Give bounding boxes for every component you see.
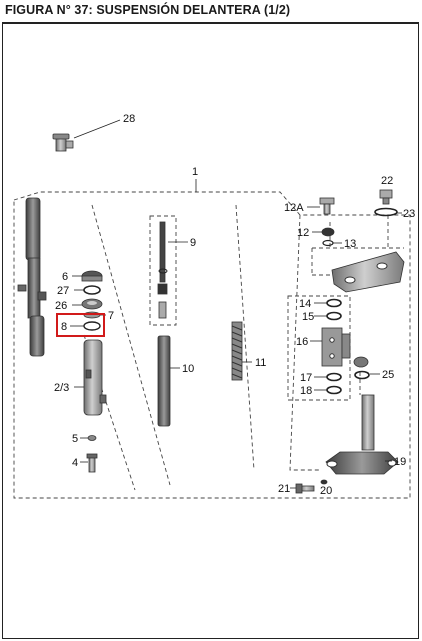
part-22-nut xyxy=(379,189,393,205)
label-12: 12 xyxy=(297,227,309,239)
highlight-box-part-8 xyxy=(56,313,105,337)
part-2-3-outer-tube xyxy=(83,339,107,416)
part-26-seal xyxy=(81,298,103,310)
part-25-bearing xyxy=(353,356,370,380)
part-4-bolt xyxy=(86,453,98,473)
assembled-fork-leg xyxy=(17,197,47,357)
part-10-inner-tube xyxy=(157,335,171,427)
label-27: 27 xyxy=(57,285,69,297)
label-10: 10 xyxy=(182,363,194,375)
part-12-nut xyxy=(321,227,335,237)
label-25: 25 xyxy=(382,369,394,381)
label-20: 20 xyxy=(320,485,332,497)
label-12a: 12A xyxy=(284,202,304,214)
label-13: 13 xyxy=(344,238,356,250)
upper-bracket-plate xyxy=(331,251,405,293)
part-8-ring xyxy=(83,321,101,331)
label-8: 8 xyxy=(61,321,67,333)
label-18: 18 xyxy=(300,385,312,397)
part-18-ring xyxy=(326,385,342,395)
label-28: 28 xyxy=(123,113,135,125)
label-19: 19 xyxy=(394,456,406,468)
part-21-bolt xyxy=(295,483,315,494)
label-7: 7 xyxy=(108,310,114,322)
label-16: 16 xyxy=(296,336,308,348)
page-title: FIGURA N° 37: SUSPENSIÓN DELANTERA (1/2) xyxy=(5,3,291,17)
diagram-frame xyxy=(2,22,419,639)
part-16-bracket xyxy=(321,327,351,367)
part-19-steering-stem xyxy=(325,394,399,475)
part-12a-nut xyxy=(319,197,335,215)
part-28-bolt xyxy=(52,133,74,152)
label-9: 9 xyxy=(190,237,196,249)
part-17-ring xyxy=(326,372,342,382)
part-14-ring xyxy=(326,298,342,308)
label-11: 11 xyxy=(255,357,266,369)
label-22: 22 xyxy=(381,175,393,187)
bracket-outline xyxy=(311,247,404,276)
inner-tube-group-outline xyxy=(149,215,177,326)
title-bar: FIGURA N° 37: SUSPENSIÓN DELANTERA (1/2) xyxy=(0,0,422,22)
part-15-ring xyxy=(326,311,342,321)
part-5-washer xyxy=(87,435,97,441)
label-26: 26 xyxy=(55,300,67,312)
part-20-washer xyxy=(320,479,328,485)
label-21: 21 xyxy=(278,483,290,495)
label-17: 17 xyxy=(300,372,312,384)
label-14: 14 xyxy=(299,298,311,310)
label-5: 5 xyxy=(72,433,78,445)
part-11-spring xyxy=(231,321,243,381)
part-23-washer xyxy=(374,207,398,217)
part-6-cap xyxy=(81,270,103,282)
part-27-ring xyxy=(83,285,101,295)
label-4: 4 xyxy=(72,457,78,469)
right-subassembly-outline xyxy=(287,295,351,401)
label-1: 1 xyxy=(192,166,198,178)
label-2-3: 2/3 xyxy=(54,382,69,394)
projection-line xyxy=(83,334,136,491)
projection-line xyxy=(235,204,255,471)
label-6: 6 xyxy=(62,271,68,283)
projection-line xyxy=(289,214,320,471)
label-23: 23 xyxy=(403,208,415,220)
part-13-washer xyxy=(322,239,334,247)
part-9-damper-rod xyxy=(157,221,168,319)
assembly-outline xyxy=(13,191,411,499)
label-15: 15 xyxy=(302,311,314,323)
